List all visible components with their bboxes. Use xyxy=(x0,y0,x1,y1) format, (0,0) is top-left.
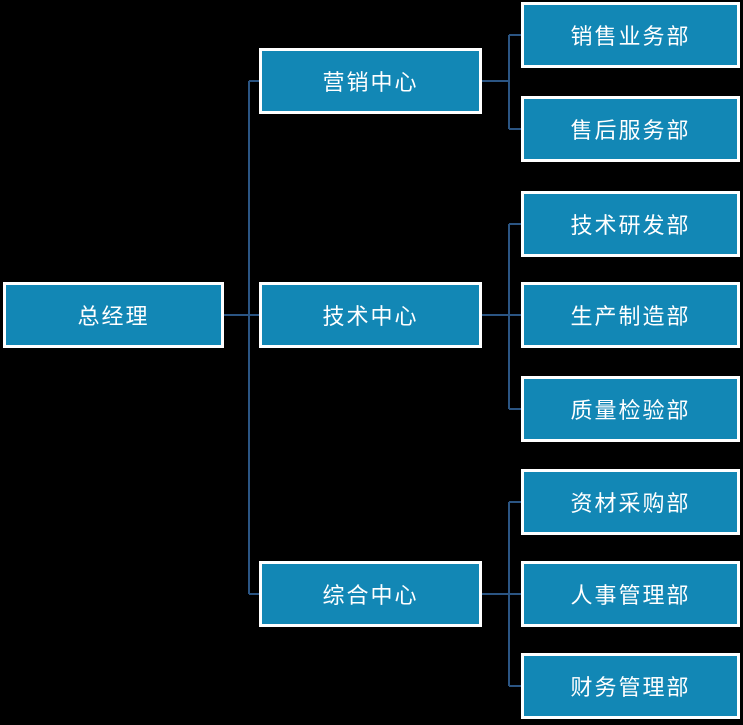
node-rd-department: 技术研发部 xyxy=(521,191,740,257)
node-production-department: 生产制造部 xyxy=(521,282,740,348)
node-materials-procurement-department: 资材采购部 xyxy=(521,469,740,535)
node-general-manager: 总经理 xyxy=(3,282,224,348)
node-sales-department: 销售业务部 xyxy=(521,2,740,68)
node-quality-inspection-department: 质量检验部 xyxy=(521,376,740,442)
node-technology-center: 技术中心 xyxy=(259,282,482,348)
node-general-affairs-center: 综合中心 xyxy=(259,561,482,627)
node-finance-department: 财务管理部 xyxy=(521,653,740,719)
node-marketing-center: 营销中心 xyxy=(259,48,482,114)
node-hr-department: 人事管理部 xyxy=(521,561,740,627)
node-after-sales-service-department: 售后服务部 xyxy=(521,96,740,162)
